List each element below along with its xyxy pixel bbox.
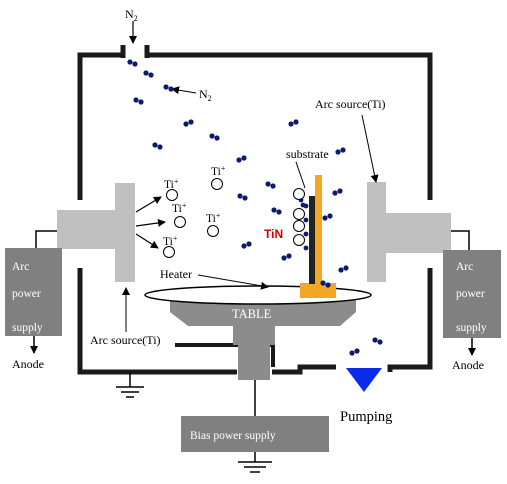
arc-right-line2: power — [456, 288, 485, 300]
substrate — [309, 196, 315, 284]
arc-left-line2: power — [12, 288, 41, 300]
tin-label: TiN — [264, 227, 283, 241]
svg-text:Ti+: Ti+ — [211, 164, 226, 178]
svg-text:Ti+: Ti+ — [172, 201, 187, 215]
deposited-ion — [293, 188, 305, 200]
arc-source-left-label: Arc source(Ti) — [90, 333, 161, 347]
n2-molecule — [133, 97, 144, 105]
arc-source-right — [367, 182, 451, 282]
arc-source-right-label: Arc source(Ti) — [315, 97, 386, 111]
arc-source-left-body — [57, 210, 135, 249]
n2-molecule — [281, 253, 292, 261]
ti-ion: Ti+ — [163, 234, 178, 258]
substrate-holder-base — [300, 283, 336, 298]
substrate-label: substrate — [286, 147, 329, 161]
bias-power-supply-label: Bias power supply — [190, 430, 276, 442]
n2-molecule-label: N2 — [199, 87, 212, 103]
n2-molecule — [183, 119, 194, 127]
wall-bottom-right — [387, 268, 433, 372]
wall-top-left — [77, 52, 123, 200]
arc-power-supply-right-box — [443, 250, 501, 338]
arc-left-line1: Arc — [12, 261, 29, 273]
n2-molecule — [320, 280, 331, 288]
pumping-label: Pumping — [340, 409, 392, 425]
arc-right-wire — [451, 230, 470, 250]
ti-ion: Ti+ — [206, 211, 221, 237]
substrate-n-atoms — [303, 203, 309, 251]
arc-source-left — [57, 183, 135, 282]
n2-molecule — [143, 70, 154, 78]
ti-ion: Ti+ — [164, 177, 179, 201]
ti-ions: Ti+ Ti+ Ti+ Ti+ Ti+ — [163, 164, 226, 258]
n2-molecule — [288, 119, 299, 127]
arc-left-wire — [35, 230, 57, 248]
ion-emission-arrows — [135, 196, 166, 249]
n2-molecule — [236, 155, 247, 163]
heater-leader — [197, 274, 269, 290]
anode-left-label: Anode — [12, 357, 44, 371]
n2-molecule — [127, 59, 138, 67]
heater-label: Heater — [160, 267, 192, 281]
wall-top-right — [147, 52, 433, 200]
table-assembly: TABLE — [144, 175, 372, 380]
arc-power-supply-left: Arc power supply Anode — [5, 230, 62, 371]
pump-icon — [346, 368, 382, 392]
n2-inlet-label: N2 — [125, 7, 138, 23]
n2-molecule — [237, 193, 248, 201]
svg-text:Ti+: Ti+ — [164, 177, 179, 191]
bias-power-supply-box — [181, 416, 329, 452]
deposited-ion — [293, 208, 305, 220]
n2-molecule — [271, 207, 282, 215]
arc-right-line1: Arc — [456, 261, 473, 273]
n2-molecule — [209, 133, 220, 141]
ti-ion: Ti+ — [172, 201, 187, 228]
n2-molecule — [163, 84, 174, 92]
arc-source-right-leader — [361, 114, 379, 183]
n2-molecule — [265, 181, 276, 189]
svg-text:Ti+: Ti+ — [206, 211, 221, 225]
n2-molecule — [152, 142, 163, 150]
anode-right-label: Anode — [452, 358, 484, 372]
n2-molecule-arrow — [171, 86, 197, 95]
deposited-ion — [293, 220, 305, 232]
n2-molecule — [372, 337, 383, 345]
chamber-ground — [116, 372, 144, 398]
n2-molecule — [332, 188, 343, 196]
svg-text:Ti+: Ti+ — [163, 234, 178, 248]
arc-power-supply-right: Arc power supply Anode — [443, 230, 501, 372]
arc-source-right-body — [367, 213, 451, 253]
chamber-wall — [77, 45, 433, 375]
n2-molecule — [349, 348, 360, 356]
n2-molecule — [335, 147, 346, 155]
ti-ion: Ti+ — [211, 164, 226, 190]
table-label: TABLE — [232, 307, 272, 321]
arc-right-line3: supply — [456, 322, 487, 334]
wall-bottom-left — [77, 268, 237, 375]
n2-molecules — [127, 59, 383, 356]
n2-molecule — [322, 213, 333, 221]
deposited-ion — [293, 234, 305, 246]
arc-left-line3: supply — [12, 322, 43, 334]
n2-molecule — [338, 265, 349, 273]
bias-power-supply: Bias power supply — [181, 380, 329, 473]
n2-molecule — [241, 241, 252, 249]
heater-ellipse — [144, 285, 372, 305]
arc-power-supply-left-box — [5, 248, 62, 336]
wall-bottom-mid — [272, 364, 336, 375]
table-body — [170, 295, 356, 380]
substrate-holder-post — [315, 175, 322, 285]
substrate-leader — [295, 161, 306, 189]
substrate-ions — [293, 188, 305, 246]
